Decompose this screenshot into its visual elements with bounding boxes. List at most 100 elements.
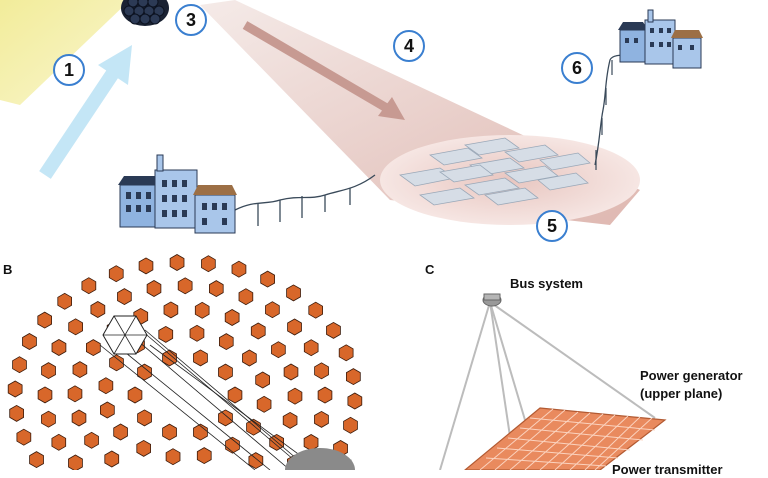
hexagon-element: [71, 409, 87, 427]
hexagon-element: [218, 363, 233, 381]
hexagon-element: [189, 324, 205, 342]
hexagon-element: [287, 318, 302, 336]
hexagon-element: [29, 451, 44, 469]
hexagon-element: [165, 448, 181, 466]
hexagon-element: [81, 277, 97, 295]
hexagon-element: [314, 410, 329, 428]
hexagon-element: [72, 361, 88, 379]
hexagon-element: [57, 292, 72, 310]
panel-b-hub-icon: [102, 315, 148, 355]
hexagon-element: [16, 428, 32, 446]
step-5-number: 5: [546, 215, 557, 236]
hexagon-element: [194, 301, 210, 319]
hexagon-element: [345, 368, 361, 386]
hexagon-element: [37, 311, 52, 329]
hexagon-element: [308, 301, 324, 319]
hexagon-element: [109, 354, 124, 372]
hexagon-element: [303, 434, 319, 451]
hexagon-element: [51, 433, 67, 451]
hexagon-element: [218, 333, 234, 351]
hexagon-element: [238, 288, 254, 306]
hexagon-element: [314, 362, 329, 380]
hexagon-element: [137, 363, 152, 381]
power-generator-label-line1: Power generator: [640, 368, 743, 383]
hexagon-element: [177, 277, 193, 295]
hexagon-element: [138, 257, 154, 275]
hexagon-element: [137, 409, 152, 427]
bus-system-label: Bus system: [510, 276, 583, 291]
panel-c: [439, 293, 667, 471]
hexagon-element: [248, 452, 264, 470]
hexagon-element: [271, 341, 286, 359]
hexagon-element: [317, 386, 333, 404]
hexagon-element: [208, 280, 224, 298]
step-1-number: 1: [63, 59, 74, 80]
step-6-marker: 6: [561, 52, 593, 84]
step-4-marker: 4: [393, 30, 425, 62]
hexagon-element: [136, 439, 152, 457]
hexagon-element: [201, 255, 216, 273]
hexagon-element: [9, 404, 25, 422]
hexagon-element: [255, 371, 271, 389]
hexagon-element: [108, 265, 124, 283]
hexagon-element: [127, 386, 143, 404]
hexagon-element: [193, 349, 208, 367]
power-generator-plane: [463, 407, 667, 471]
hexagon-element: [117, 288, 132, 306]
step-1-marker: 1: [53, 54, 85, 86]
hexagon-element: [146, 280, 162, 297]
hexagon-element: [84, 431, 99, 449]
hexagon-element: [250, 322, 266, 340]
hexagon-element: [51, 339, 67, 356]
beam-direction-arrow: [242, 21, 405, 120]
power-line-left: [234, 174, 376, 211]
power-line-right: [594, 54, 631, 166]
hexagon-element: [269, 433, 285, 451]
building-cluster-left-icon: [118, 154, 237, 234]
hexagon-element: [303, 339, 319, 357]
step-6-number: 6: [571, 57, 582, 78]
satellite-hex-array-icon: [121, 0, 169, 26]
hexagon-element: [41, 362, 56, 380]
step-4-number: 4: [403, 35, 414, 56]
hexagon-element: [12, 356, 27, 374]
panel-a: [0, 0, 703, 234]
power-generator-label-line2: (upper plane): [640, 386, 723, 401]
hexagon-element: [67, 385, 83, 403]
hexagon-element: [265, 301, 280, 319]
step-3-number: 3: [185, 9, 196, 30]
hexagon-element: [231, 260, 247, 278]
rectenna-field-icon: [399, 137, 591, 206]
hexagon-element: [256, 395, 272, 413]
hexagon-element: [158, 325, 174, 343]
sunlight-arrow: [39, 45, 132, 179]
hexagon-element: [163, 301, 179, 319]
panel-b-hexagon-array-icon: [7, 254, 363, 478]
hexagon-element: [37, 386, 53, 404]
hexagon-element: [193, 423, 208, 441]
hexagon-element: [68, 454, 83, 472]
hexagon-element: [113, 423, 128, 441]
hexagon-element: [86, 339, 101, 357]
hexagon-element: [338, 344, 354, 362]
hexagon-element: [7, 380, 23, 398]
hexagon-element: [196, 447, 212, 465]
hexagon-element: [22, 333, 37, 350]
panel-b-letter: B: [3, 262, 13, 277]
hexagon-element: [343, 416, 358, 434]
hexagon-element: [287, 387, 303, 405]
hexagon-element: [100, 401, 115, 419]
step-3-marker: 3: [175, 4, 207, 36]
panel-b-tethers: [99, 324, 321, 471]
hexagon-element: [98, 377, 114, 395]
hexagon-element: [260, 270, 276, 288]
hexagon-element: [162, 423, 177, 441]
hexagon-element: [347, 392, 363, 410]
hexagon-element: [218, 409, 233, 427]
hexagon-element: [90, 301, 106, 318]
hexagon-element: [286, 284, 301, 302]
panel-c-letter: C: [425, 262, 435, 277]
bus-module-icon: [482, 293, 502, 307]
hexagon-element: [224, 309, 240, 326]
